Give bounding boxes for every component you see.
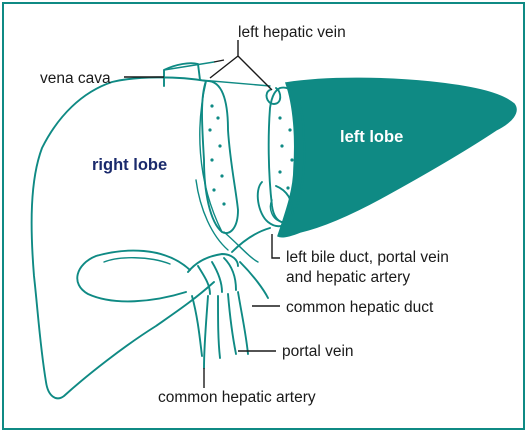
middle-vein-shape [202, 81, 238, 233]
portal-vein-vessel-a [228, 294, 236, 354]
common-duct-vessel-a [218, 296, 220, 358]
label-common-hepatic-duct: common hepatic duct [286, 299, 434, 316]
label-left-hepatic-vein: left hepatic vein [238, 24, 346, 41]
leader-left-hepatic-vein [210, 40, 272, 90]
common-duct-vessel-b [192, 296, 202, 356]
label-vena-cava: vena cava [40, 70, 111, 87]
connector-top [200, 80, 270, 86]
label-right-lobe: right lobe [92, 156, 167, 174]
label-left-lobe: left lobe [340, 128, 403, 146]
right-lobe-outline [32, 77, 214, 398]
portal-vein-vessel-b [238, 292, 248, 354]
gallbladder-inner [104, 258, 170, 264]
label-left-bile-duct-line1: left bile duct, portal vein [286, 249, 449, 266]
hilum-vessel-5 [240, 262, 268, 298]
hilum-vessel-6 [232, 228, 270, 252]
left-lobe-shape [278, 78, 516, 236]
label-portal-vein: portal vein [282, 343, 354, 360]
leader-left-bile-duct [272, 234, 280, 258]
common-hepatic-artery-vessel [204, 296, 208, 368]
hilum-vessel-3 [212, 262, 222, 292]
label-common-hepatic-artery: common hepatic artery [158, 389, 316, 406]
vein-dots [208, 104, 293, 205]
label-left-bile-duct-line2: and hepatic artery [286, 269, 410, 286]
hilum-vessel-4 [224, 258, 236, 290]
